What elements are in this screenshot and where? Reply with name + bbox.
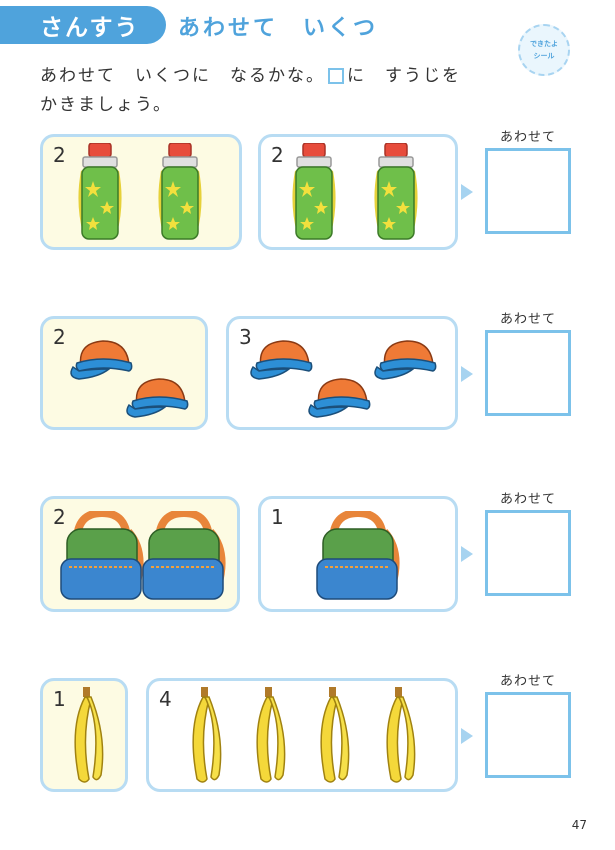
problem-1-answer-box[interactable] [485, 148, 571, 234]
sticker-line2: シール [533, 52, 555, 60]
problem-4-left-count: 1 [53, 687, 66, 711]
problem-1-left-panel: 2 [40, 134, 242, 250]
subject-tab: さんすう [0, 6, 166, 44]
problem-4-arrow-icon [461, 728, 473, 744]
banana-icon [67, 687, 107, 787]
problem-2-right-panel: 3 [226, 316, 458, 430]
problem-4-answer-label: あわせて [500, 674, 557, 689]
sticker-spot[interactable]: できたよ シール [518, 24, 570, 76]
problem-3-arrow-icon [461, 546, 473, 562]
problem-2-left-count: 2 [53, 325, 66, 349]
problem-2-answer-label: あわせて [500, 312, 557, 327]
problem-2-answer-box[interactable] [485, 330, 571, 416]
water-bottle-icon [289, 143, 339, 243]
banana-icon [313, 687, 353, 787]
backpack-icon [313, 511, 403, 601]
water-bottle-icon [75, 143, 125, 243]
problem-4-left-panel: 1 [40, 678, 128, 792]
banana-icon [379, 687, 419, 787]
answer-box-icon [328, 68, 344, 84]
problem-1-answer-label: あわせて [500, 130, 557, 145]
problem-4-right-panel: 4 [146, 678, 458, 792]
problem-2-arrow-icon [461, 366, 473, 382]
instructions-line2: かきましょう。 [40, 95, 172, 115]
problem-4-answer-box[interactable] [485, 692, 571, 778]
problem-3-left-panel: 2 [40, 496, 240, 612]
problem-4-right-count: 4 [159, 687, 172, 711]
problem-2-right-count: 3 [239, 325, 252, 349]
backpack-icon [57, 511, 147, 601]
problem-3-left-count: 2 [53, 505, 66, 529]
page-title: あわせて いくつ [178, 16, 379, 41]
cap-icon [307, 375, 377, 419]
instructions: あわせて いくつに なるかな。 に すうじを かきましょう。 [40, 62, 480, 120]
problem-1-right-panel: 2 [258, 134, 458, 250]
problem-3-answer-box[interactable] [485, 510, 571, 596]
instructions-line1-a: あわせて いくつに なるかな。 [40, 66, 325, 86]
problem-1-arrow-icon [461, 184, 473, 200]
water-bottle-icon [371, 143, 421, 243]
problem-1-left-count: 2 [53, 143, 66, 167]
instructions-line1-b: に すうじを [347, 66, 461, 86]
banana-icon [249, 687, 289, 787]
problem-1-right-count: 2 [271, 143, 284, 167]
problem-3-right-panel: 1 [258, 496, 458, 612]
banana-icon [185, 687, 225, 787]
sticker-line1: できたよ [530, 40, 558, 48]
backpack-icon [139, 511, 229, 601]
problem-3-answer-label: あわせて [500, 492, 557, 507]
problem-3-right-count: 1 [271, 505, 284, 529]
cap-icon [373, 337, 443, 381]
water-bottle-icon [155, 143, 205, 243]
problem-2-left-panel: 2 [40, 316, 208, 430]
cap-icon [125, 375, 195, 419]
page-number: 47 [571, 818, 587, 832]
